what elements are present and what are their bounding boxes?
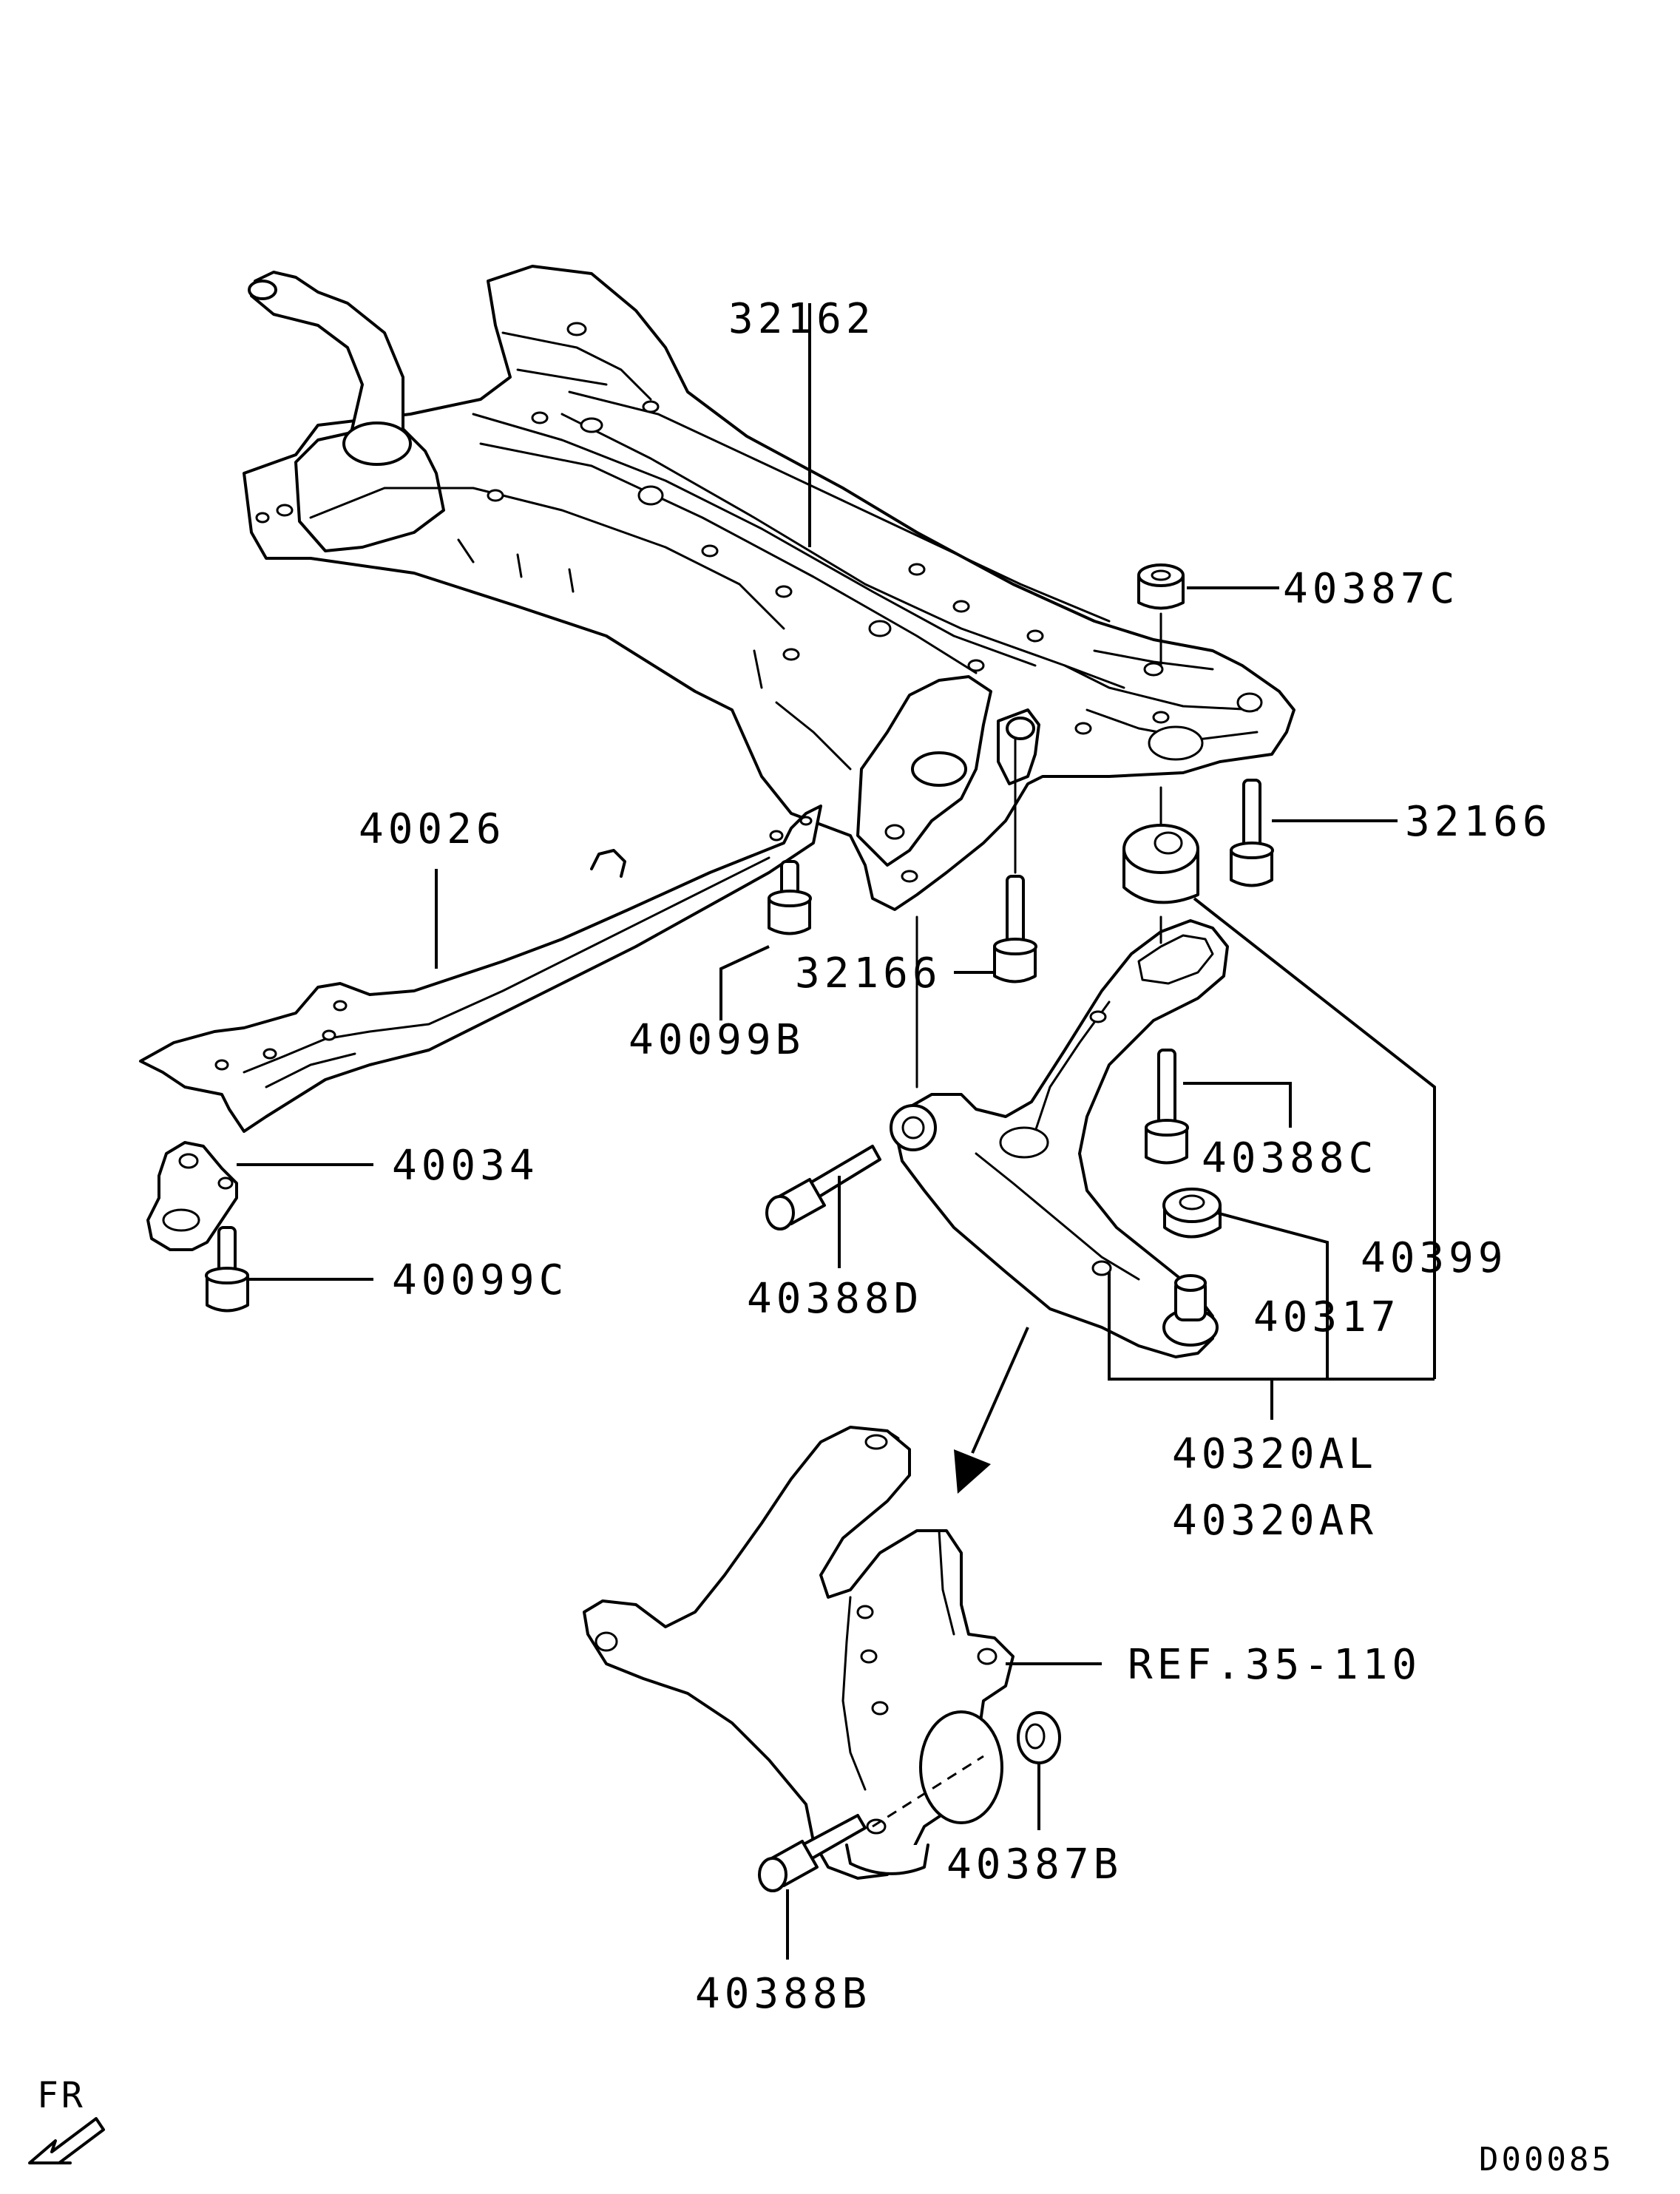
- label-40320ar: 40320AR: [1172, 1497, 1378, 1545]
- crossmember-32162: [243, 265, 1295, 911]
- front-arrow-icon: [28, 2117, 105, 2164]
- label-40099b: 40099B: [629, 1016, 805, 1064]
- bolt-40388c: [1145, 1049, 1189, 1165]
- label-32166-center: 32166: [795, 949, 942, 998]
- dust-cover-40317: [1162, 1188, 1222, 1239]
- brace-40026: [139, 805, 822, 1133]
- label-40099c: 40099C: [392, 1256, 568, 1304]
- leader-lines: [237, 303, 1436, 1960]
- diagram-code: D00085: [1479, 2141, 1614, 2178]
- lower-arm-40320: [890, 919, 1229, 1358]
- bushing-40399: [1122, 824, 1199, 904]
- bolt-40388d: [765, 1145, 881, 1230]
- label-40034: 40034: [392, 1142, 539, 1190]
- label-40399: 40399: [1361, 1234, 1508, 1282]
- label-40387c: 40387C: [1283, 565, 1459, 613]
- bolt-40099c: [205, 1226, 249, 1313]
- label-40320al: 40320AL: [1172, 1430, 1378, 1478]
- bracket-40034: [146, 1141, 238, 1251]
- label-32162: 32162: [728, 295, 875, 343]
- knuckle-ref-35-110: [583, 1426, 1015, 1880]
- label-front: FR: [37, 2075, 86, 2116]
- bolt-32166-center: [993, 875, 1037, 983]
- direction-arrow-icon: [954, 1327, 1029, 1494]
- label-40388b: 40388B: [695, 1970, 871, 2018]
- label-40388c: 40388C: [1202, 1134, 1378, 1182]
- label-40026: 40026: [359, 805, 506, 853]
- label-ref-35-110: REF.35-110: [1128, 1641, 1421, 1689]
- label-40388d: 40388D: [747, 1275, 923, 1323]
- bolt-40099b: [768, 860, 812, 935]
- nut-40387c: [1137, 563, 1185, 610]
- bolt-40388b: [758, 1814, 867, 1892]
- nut-40387b: [1017, 1711, 1061, 1764]
- bolt-32166-right: [1230, 779, 1274, 887]
- label-40317: 40317: [1253, 1293, 1400, 1341]
- label-32166-right: 32166: [1405, 798, 1552, 846]
- label-40387b: 40387B: [946, 1841, 1122, 1889]
